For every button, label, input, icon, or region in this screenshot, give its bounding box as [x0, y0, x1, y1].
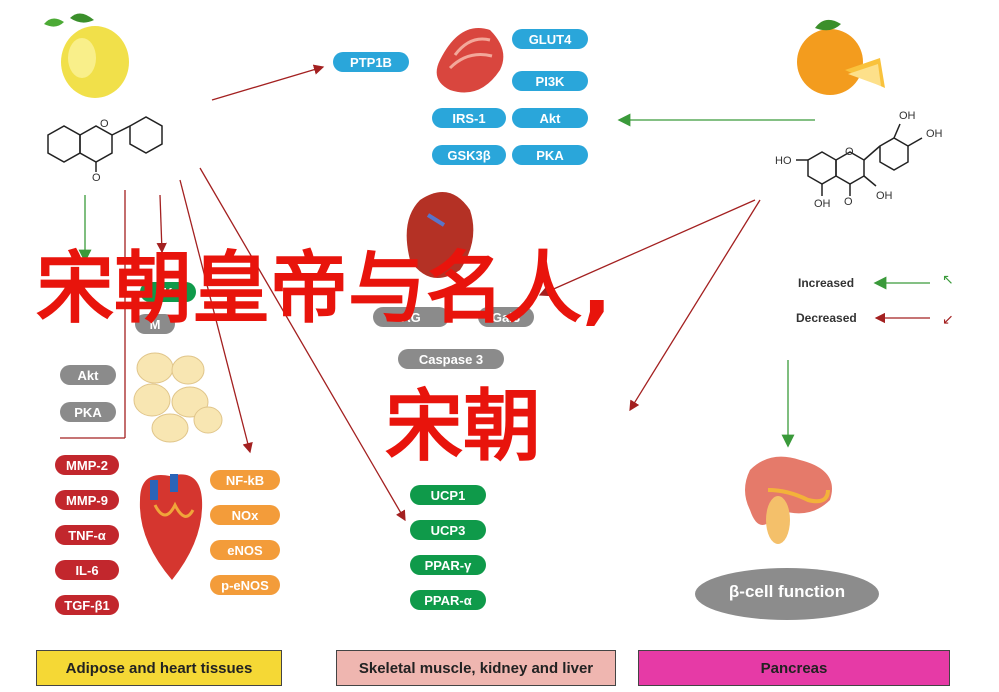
- pill-nox: NOx: [210, 505, 280, 525]
- pill-glut4: GLUT4: [512, 29, 588, 49]
- muscle-organ-icon: [436, 28, 504, 93]
- quercetin-structure: [796, 123, 923, 196]
- chem-o-4: O: [845, 146, 854, 158]
- beta-cell-label: β-cell function: [728, 582, 846, 601]
- overlay-title-line2: 宋朝: [385, 382, 542, 472]
- pill-gsk3b: GSK3β: [432, 145, 506, 165]
- pill-akt-muscle: Akt: [512, 108, 588, 128]
- pill-ptp1b: PTP1B: [333, 52, 409, 72]
- pill-ag: AG: [373, 307, 449, 327]
- pancreas-organ-icon: [745, 456, 832, 544]
- pill-caspase3: Caspase 3: [398, 349, 504, 369]
- chem-o-3: O: [844, 196, 853, 208]
- pill-enos: eNOS: [210, 540, 280, 560]
- beta-cell-oval: [695, 568, 879, 620]
- pill-akt-left: Akt: [60, 365, 116, 385]
- pill-ucp3: UCP3: [410, 520, 486, 540]
- chem-o-1: O: [92, 172, 101, 184]
- pill-irs1: IRS-1: [432, 108, 506, 128]
- chem-ho: HO: [775, 155, 792, 167]
- pill-pka-left: PKA: [60, 402, 116, 422]
- pill-il6: IL-6: [55, 560, 119, 580]
- increase-arrow-icon: ↖: [942, 272, 954, 288]
- chem-oh-2: OH: [926, 128, 943, 140]
- pill-mmp2: MMP-2: [55, 455, 119, 475]
- footer-adipose: Adipose and heart tissues: [36, 650, 282, 686]
- heart-organ-icon: [139, 474, 203, 580]
- pill-mmp9: MMP-9: [55, 490, 119, 510]
- orange-fruit-icon: [797, 19, 885, 95]
- kidney-organ-icon: [406, 192, 474, 278]
- footer-skeletal: Skeletal muscle, kidney and liver: [336, 650, 616, 686]
- adipose-cells-icon: [133, 352, 223, 443]
- footer-pancreas: Pancreas: [638, 650, 950, 686]
- pill-pi3k: PI3K: [512, 71, 588, 91]
- pill-gal3: Gal3: [478, 307, 534, 327]
- pill-ppar-gamma: PPAR-γ: [410, 555, 486, 575]
- pill-penos: p-eNOS: [210, 575, 280, 595]
- pill-ak: K: [140, 282, 196, 302]
- flavone-structure: [47, 116, 163, 172]
- pill-tgfb1: TGF-β1: [55, 595, 119, 615]
- pill-nfkb: NF-kB: [210, 470, 280, 490]
- quince-fruit-icon: [44, 13, 129, 98]
- pill-m: M: [135, 314, 175, 334]
- overlay-title-line1: 宋朝皇帝与名人,: [36, 244, 612, 334]
- legend-decreased: Decreased: [796, 311, 857, 325]
- chem-o-2: O: [100, 118, 109, 130]
- chem-oh-3: OH: [814, 198, 831, 210]
- legend-increased: Increased: [798, 276, 855, 290]
- pill-tnfa: TNF-α: [55, 525, 119, 545]
- chem-oh-4: OH: [876, 190, 893, 202]
- pill-ucp1: UCP1: [410, 485, 486, 505]
- chem-oh-1: OH: [899, 110, 916, 122]
- pill-pka-muscle: PKA: [512, 145, 588, 165]
- decrease-arrow-icon: ↙: [942, 312, 954, 328]
- pill-ppar-alpha: PPAR-α: [410, 590, 486, 610]
